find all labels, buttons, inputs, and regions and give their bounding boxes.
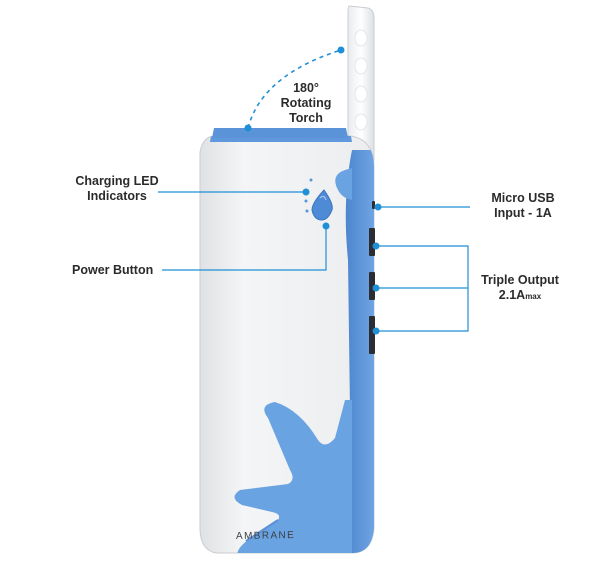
- led-label: Charging LED Indicators: [62, 174, 172, 204]
- led-indicator: [305, 209, 309, 213]
- usb-label-line2: Input - 1A: [494, 206, 552, 220]
- callout-dot: [337, 46, 345, 54]
- usb-label-line1: Micro USB: [491, 191, 555, 205]
- torch-label-line2: Rotating: [280, 96, 332, 110]
- output-current: 2.1A: [498, 288, 526, 302]
- output-label-line2: 2.1Amax: [470, 288, 570, 304]
- callout-dot: [372, 242, 380, 250]
- torch-label: 180° Rotating Torch: [266, 81, 346, 126]
- callout-dots: [244, 46, 382, 335]
- callout-dot: [372, 327, 380, 335]
- callout-dot: [322, 222, 330, 230]
- led-indicator: [304, 199, 308, 203]
- usb-output-port: [369, 228, 375, 256]
- output-current-subscript: max: [525, 292, 542, 301]
- power-label-line1: Power Button: [72, 263, 154, 277]
- usb-output-port: [369, 316, 375, 354]
- callout-lines: [158, 49, 470, 332]
- torch-label-line3: Torch: [289, 111, 323, 125]
- output-label-line1: Triple Output: [481, 273, 559, 287]
- power-label: Power Button: [72, 263, 153, 278]
- power-callout-line: [162, 226, 327, 271]
- power-button: [311, 189, 333, 221]
- callout-dot: [302, 188, 310, 196]
- rotating-torch: [347, 5, 375, 161]
- torch-label-line1: 180°: [293, 81, 319, 95]
- output-label: Triple Output 2.1Amax: [470, 273, 570, 304]
- led-label-line1: Charging LED: [75, 174, 159, 188]
- usb-output-port: [369, 272, 375, 300]
- usb-label: Micro USB Input - 1A: [478, 191, 568, 221]
- callout-dot: [244, 124, 252, 132]
- micro-usb-port: [372, 201, 375, 209]
- callout-dot: [374, 203, 382, 211]
- led-label-line2: Indicators: [87, 189, 147, 203]
- led-indicator: [309, 178, 313, 182]
- callout-dot: [372, 284, 380, 292]
- powerbank-body: AMBRANE: [199, 128, 375, 554]
- brand-logo: AMBRANE: [236, 530, 295, 542]
